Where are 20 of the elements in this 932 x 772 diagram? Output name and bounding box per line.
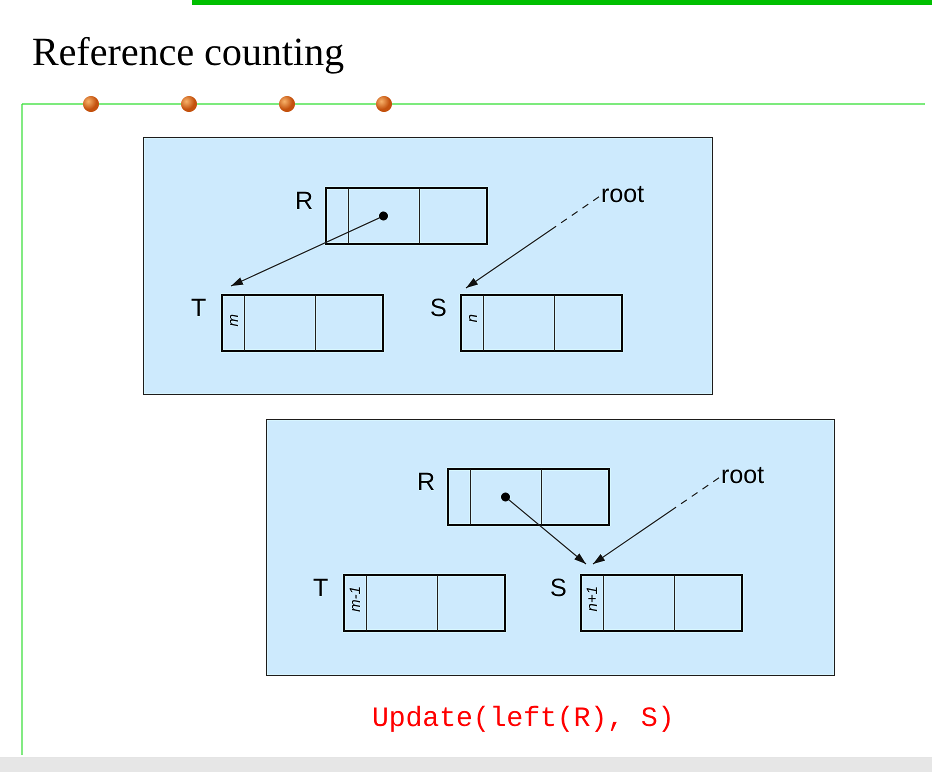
pointer-arrow [466,196,600,288]
record-label: R [417,470,436,495]
panel-background [266,419,835,676]
pointer-arrow [592,477,720,564]
reference-count: n [465,314,480,322]
record-label: R [295,189,314,214]
panel-background [143,137,713,395]
reference-count: n+1 [585,586,600,612]
pointer-arrow [501,492,586,564]
record-label: T [191,296,206,321]
code-caption: Update(left(R), S) [372,704,674,735]
reference-count: m-1 [348,586,363,612]
pointer-label: root [601,180,644,208]
record-label: T [313,576,328,601]
pointer-label: root [721,461,764,489]
pointer-arrow [230,212,388,287]
reference-count: m [226,314,241,326]
record-label: S [430,296,447,321]
record-label: S [550,576,567,601]
slide-title: Reference counting [32,28,344,75]
